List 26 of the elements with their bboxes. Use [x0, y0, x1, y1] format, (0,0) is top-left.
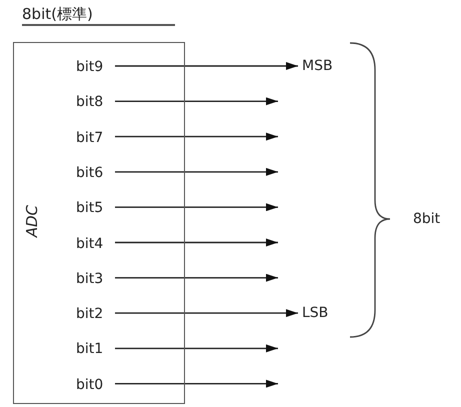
arrow — [115, 62, 298, 70]
bit-label: bit4 — [76, 234, 104, 252]
bit-order-label: LSB — [302, 305, 328, 322]
heading: 8bit(標準) — [22, 5, 175, 26]
arrow — [115, 344, 278, 352]
bit-label: bit3 — [76, 270, 104, 288]
block-label: ADC — [23, 205, 41, 238]
bit-label: bit9 — [76, 58, 104, 76]
bit-label: bit6 — [76, 164, 104, 182]
arrow — [115, 97, 278, 106]
bit-order-label: MSB — [302, 58, 333, 74]
bit-label: bit7 — [76, 128, 104, 147]
arrow — [115, 274, 278, 282]
arrow — [115, 132, 278, 141]
bit-label: bit8 — [76, 93, 104, 112]
arrow — [115, 168, 278, 176]
bit-label: bit0 — [76, 376, 104, 394]
arrow — [115, 238, 278, 246]
arrow — [115, 380, 278, 388]
arrow — [115, 309, 298, 318]
arrow — [115, 203, 278, 212]
adc-block — [13, 42, 185, 404]
bit-count-label: 8bit — [413, 210, 440, 228]
bit-label: bit5 — [76, 199, 104, 218]
bit-label: bit1 — [76, 340, 104, 358]
bit-label: bit2 — [76, 305, 104, 324]
